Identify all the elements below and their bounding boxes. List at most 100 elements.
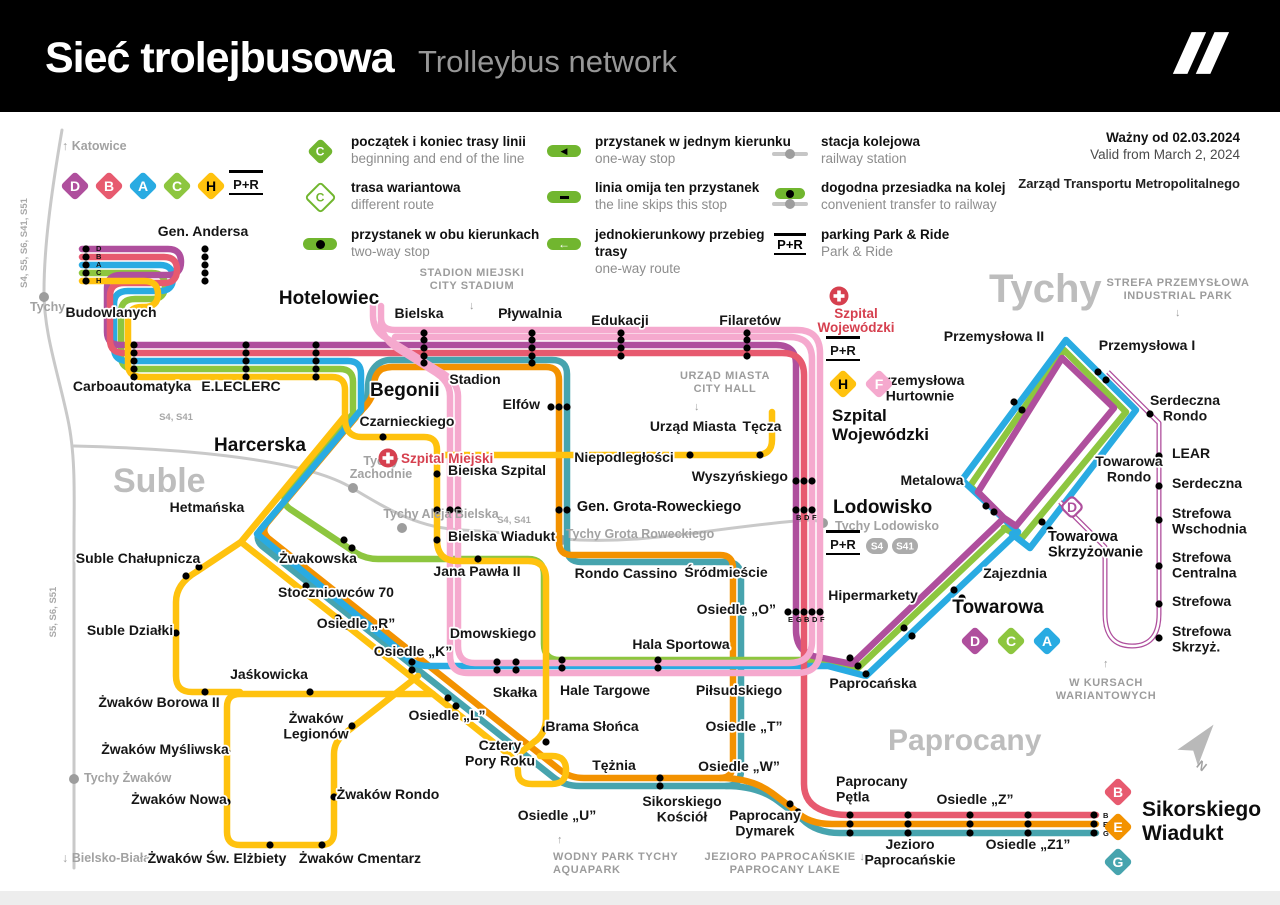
stop-label: Harcerska bbox=[214, 435, 306, 456]
stop-label: Hipermarkety bbox=[828, 587, 918, 603]
badge-diamond bbox=[95, 172, 123, 200]
stop-label: Osiedle „Z1” bbox=[986, 836, 1071, 852]
stop-dot bbox=[348, 722, 356, 730]
stop-label: Żwaków Myśliwska bbox=[101, 741, 229, 757]
stop-dot bbox=[1010, 398, 1018, 406]
stop-dot bbox=[854, 662, 862, 670]
stop-label: Towarowa bbox=[1048, 529, 1119, 545]
stop-dot bbox=[528, 344, 536, 352]
route-line-F bbox=[377, 302, 824, 677]
stop-dot bbox=[846, 829, 854, 837]
stop-label: Żwaków Rondo bbox=[337, 786, 440, 802]
map-note: Tychy Lodowisko bbox=[835, 519, 939, 533]
stop-dot bbox=[794, 808, 802, 816]
legend-label-pl: linia omija ten przystanek bbox=[595, 180, 760, 195]
pr-topline bbox=[826, 530, 860, 533]
line-badge-F: F bbox=[865, 370, 893, 398]
stop-label: Filaretów bbox=[719, 312, 781, 328]
map-note: WARIANTOWYCH bbox=[1056, 690, 1157, 702]
stop-label: Osiedle „K” bbox=[374, 643, 453, 659]
stop-dot bbox=[408, 658, 416, 666]
legend-label-en: the line skips this stop bbox=[595, 196, 728, 212]
stop-dot bbox=[172, 629, 180, 637]
stop-dot bbox=[656, 782, 664, 790]
stop-label: Bielska Szpital bbox=[448, 462, 546, 478]
line-badge-B: B bbox=[1104, 778, 1132, 806]
legend-icon-box: ◀ bbox=[544, 134, 584, 168]
line-letter-tag: D bbox=[812, 615, 818, 624]
stop-label: Skrzyż. bbox=[1172, 639, 1220, 655]
pill-text: S4 bbox=[871, 542, 884, 553]
stop-label: Śródmieście bbox=[684, 563, 767, 580]
stop-label: Żwaków Borowa II bbox=[98, 694, 219, 710]
line-letter-tag: F bbox=[812, 513, 817, 522]
stop-label: Suble Chałupnicza bbox=[76, 550, 201, 566]
compass-n-label: N bbox=[1194, 758, 1210, 775]
stop-label: Strefowa bbox=[1172, 505, 1231, 521]
legend-label-en: two-way stop bbox=[351, 243, 430, 259]
stop-dot bbox=[493, 658, 501, 666]
one-way-stop-icon: ◀ bbox=[547, 145, 581, 157]
stop-dot bbox=[474, 555, 482, 563]
stop-dot bbox=[201, 261, 209, 269]
line-letter-tag: E bbox=[788, 615, 793, 624]
stop-label: Jaśkowicka bbox=[230, 666, 308, 682]
stop-dot bbox=[433, 536, 441, 544]
stop-label: Hetmańska bbox=[170, 499, 245, 515]
line-letter-tag: G bbox=[796, 615, 802, 624]
railway-station-dot bbox=[69, 774, 79, 784]
stop-label: Bielska bbox=[394, 305, 443, 321]
stop-dot bbox=[1155, 452, 1163, 460]
legend-label-en: different route bbox=[351, 196, 435, 212]
legend-icon-box bbox=[770, 134, 810, 168]
badge-diamond bbox=[1104, 813, 1132, 841]
map-note: ↓ bbox=[1175, 307, 1181, 319]
stop-dot bbox=[1024, 820, 1032, 828]
cross-v bbox=[837, 290, 841, 302]
line-letter-tag: H bbox=[96, 276, 101, 285]
line-badge-H: H bbox=[829, 370, 857, 398]
stop-dot bbox=[558, 656, 566, 664]
stop-label: Kościół bbox=[657, 809, 708, 825]
stop-label: Lodowisko bbox=[833, 497, 932, 518]
legend-label-pl: trasa wariantowa bbox=[351, 180, 461, 195]
stop-dot bbox=[223, 798, 231, 806]
stop-dot bbox=[408, 666, 416, 674]
legend-label-en: railway station bbox=[821, 150, 907, 166]
stop-dot bbox=[446, 506, 454, 514]
stop-dot bbox=[904, 829, 912, 837]
stop-dot bbox=[786, 800, 794, 808]
stop-dot bbox=[904, 811, 912, 819]
stop-label: Paprocańskie bbox=[864, 852, 955, 868]
badge-letter: H bbox=[838, 376, 848, 392]
park-and-ride-icon: P+R bbox=[774, 232, 806, 256]
rail-line-pill: S4 bbox=[866, 538, 888, 554]
header-bar: Sieć trolejbusowa Trolleybus network bbox=[0, 0, 1280, 112]
stop-label: Jana Pawła II bbox=[433, 563, 520, 579]
legend-label-pl: przystanek w obu kierunkach bbox=[351, 227, 540, 242]
stop-dot bbox=[334, 614, 342, 622]
line-letter-tag: D bbox=[804, 513, 810, 522]
hospital-cross-icon bbox=[378, 448, 398, 468]
line-badge-C: C bbox=[997, 627, 1025, 655]
route-line-F bbox=[369, 302, 816, 667]
badge-letter: D bbox=[70, 178, 80, 194]
stop-label: Towarowa bbox=[1095, 453, 1163, 469]
stop-dot bbox=[966, 811, 974, 819]
stop-dot bbox=[1102, 376, 1110, 384]
map-note: ↑ Katowice bbox=[62, 139, 127, 153]
stop-dot bbox=[542, 725, 550, 733]
pr-bottomline bbox=[826, 553, 860, 555]
stop-label: Przemysłowa II bbox=[944, 328, 1044, 344]
stop-label: Żwaków bbox=[289, 710, 344, 726]
map-note: JEZIORO PAPROCAŃSKIE ↓ bbox=[705, 850, 866, 863]
stop-dot bbox=[808, 608, 816, 616]
page-edge bbox=[0, 891, 1280, 905]
legend-label-en: one-way route bbox=[595, 260, 681, 276]
stop-dot bbox=[792, 477, 800, 485]
legend-icon-box: ← bbox=[544, 227, 584, 261]
